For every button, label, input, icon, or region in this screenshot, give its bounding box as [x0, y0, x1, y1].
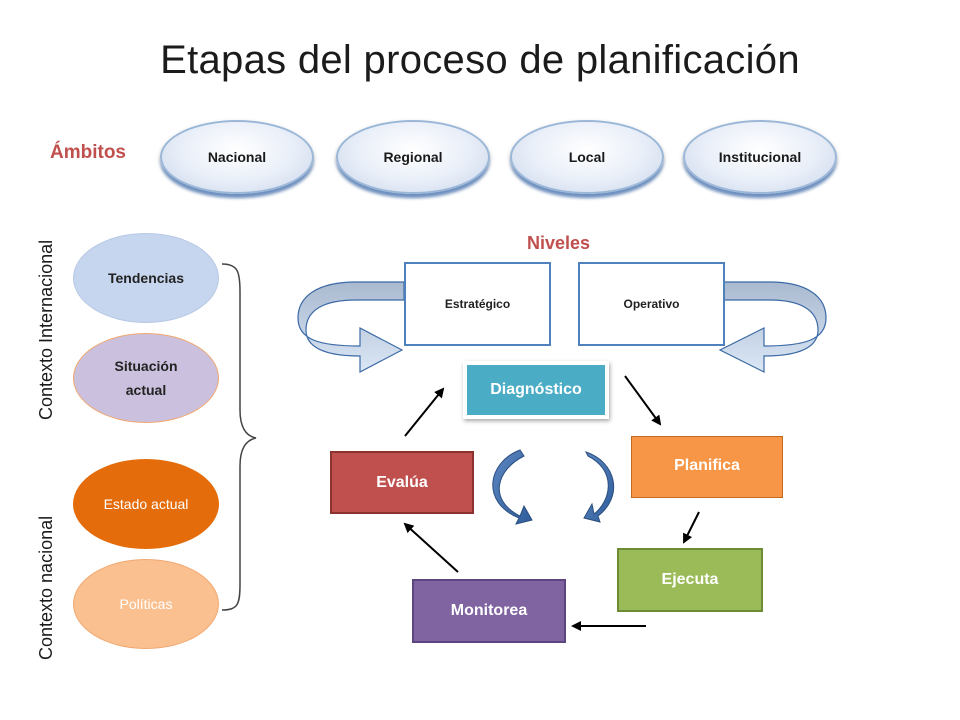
nivel-operativo: Operativo — [578, 262, 725, 346]
left-curved-arrow — [297, 281, 405, 373]
evalua-box: Evalúa — [330, 451, 474, 514]
cycle-right-arrow — [583, 451, 615, 523]
situacion-actual-ellipse: Situación actual — [73, 333, 219, 423]
arrow-diagnostico-planifica — [624, 375, 662, 426]
ambito-regional: Regional — [336, 120, 490, 194]
politicas-ellipse: Políticas — [73, 559, 219, 649]
planifica-text: Planifica — [674, 457, 740, 474]
page-title: Etapas del proceso de planificación — [160, 38, 800, 82]
diagnostico-frame: Diagnóstico — [463, 361, 609, 419]
estado-actual-ellipse: Estado actual — [73, 459, 219, 549]
diagnostico-box: Diagnóstico — [467, 365, 605, 415]
arrow-evalua-diagnostico — [404, 387, 445, 437]
nivel-estrategico: Estratégico — [404, 262, 551, 346]
ejecuta-box: Ejecuta — [617, 548, 763, 612]
niveles-label: Niveles — [527, 233, 591, 253]
cycle-left-arrow — [492, 449, 533, 525]
ambito-nacional: Nacional — [160, 120, 314, 194]
right-curved-arrow — [718, 281, 827, 373]
arrow-monitorea-evalua — [403, 522, 459, 573]
ambitos-label: Ámbitos — [50, 142, 126, 163]
arrow-planifica-ejecuta — [683, 511, 700, 544]
situacion-actual-text: Situación actual — [114, 358, 178, 398]
context-brace — [221, 263, 257, 611]
planifica-box: Planifica — [631, 436, 783, 498]
ambito-institucional: Institucional — [683, 120, 837, 194]
tendencias-ellipse: Tendencias — [73, 233, 219, 323]
monitorea-box: Monitorea — [412, 579, 566, 643]
ambito-local: Local — [510, 120, 664, 194]
